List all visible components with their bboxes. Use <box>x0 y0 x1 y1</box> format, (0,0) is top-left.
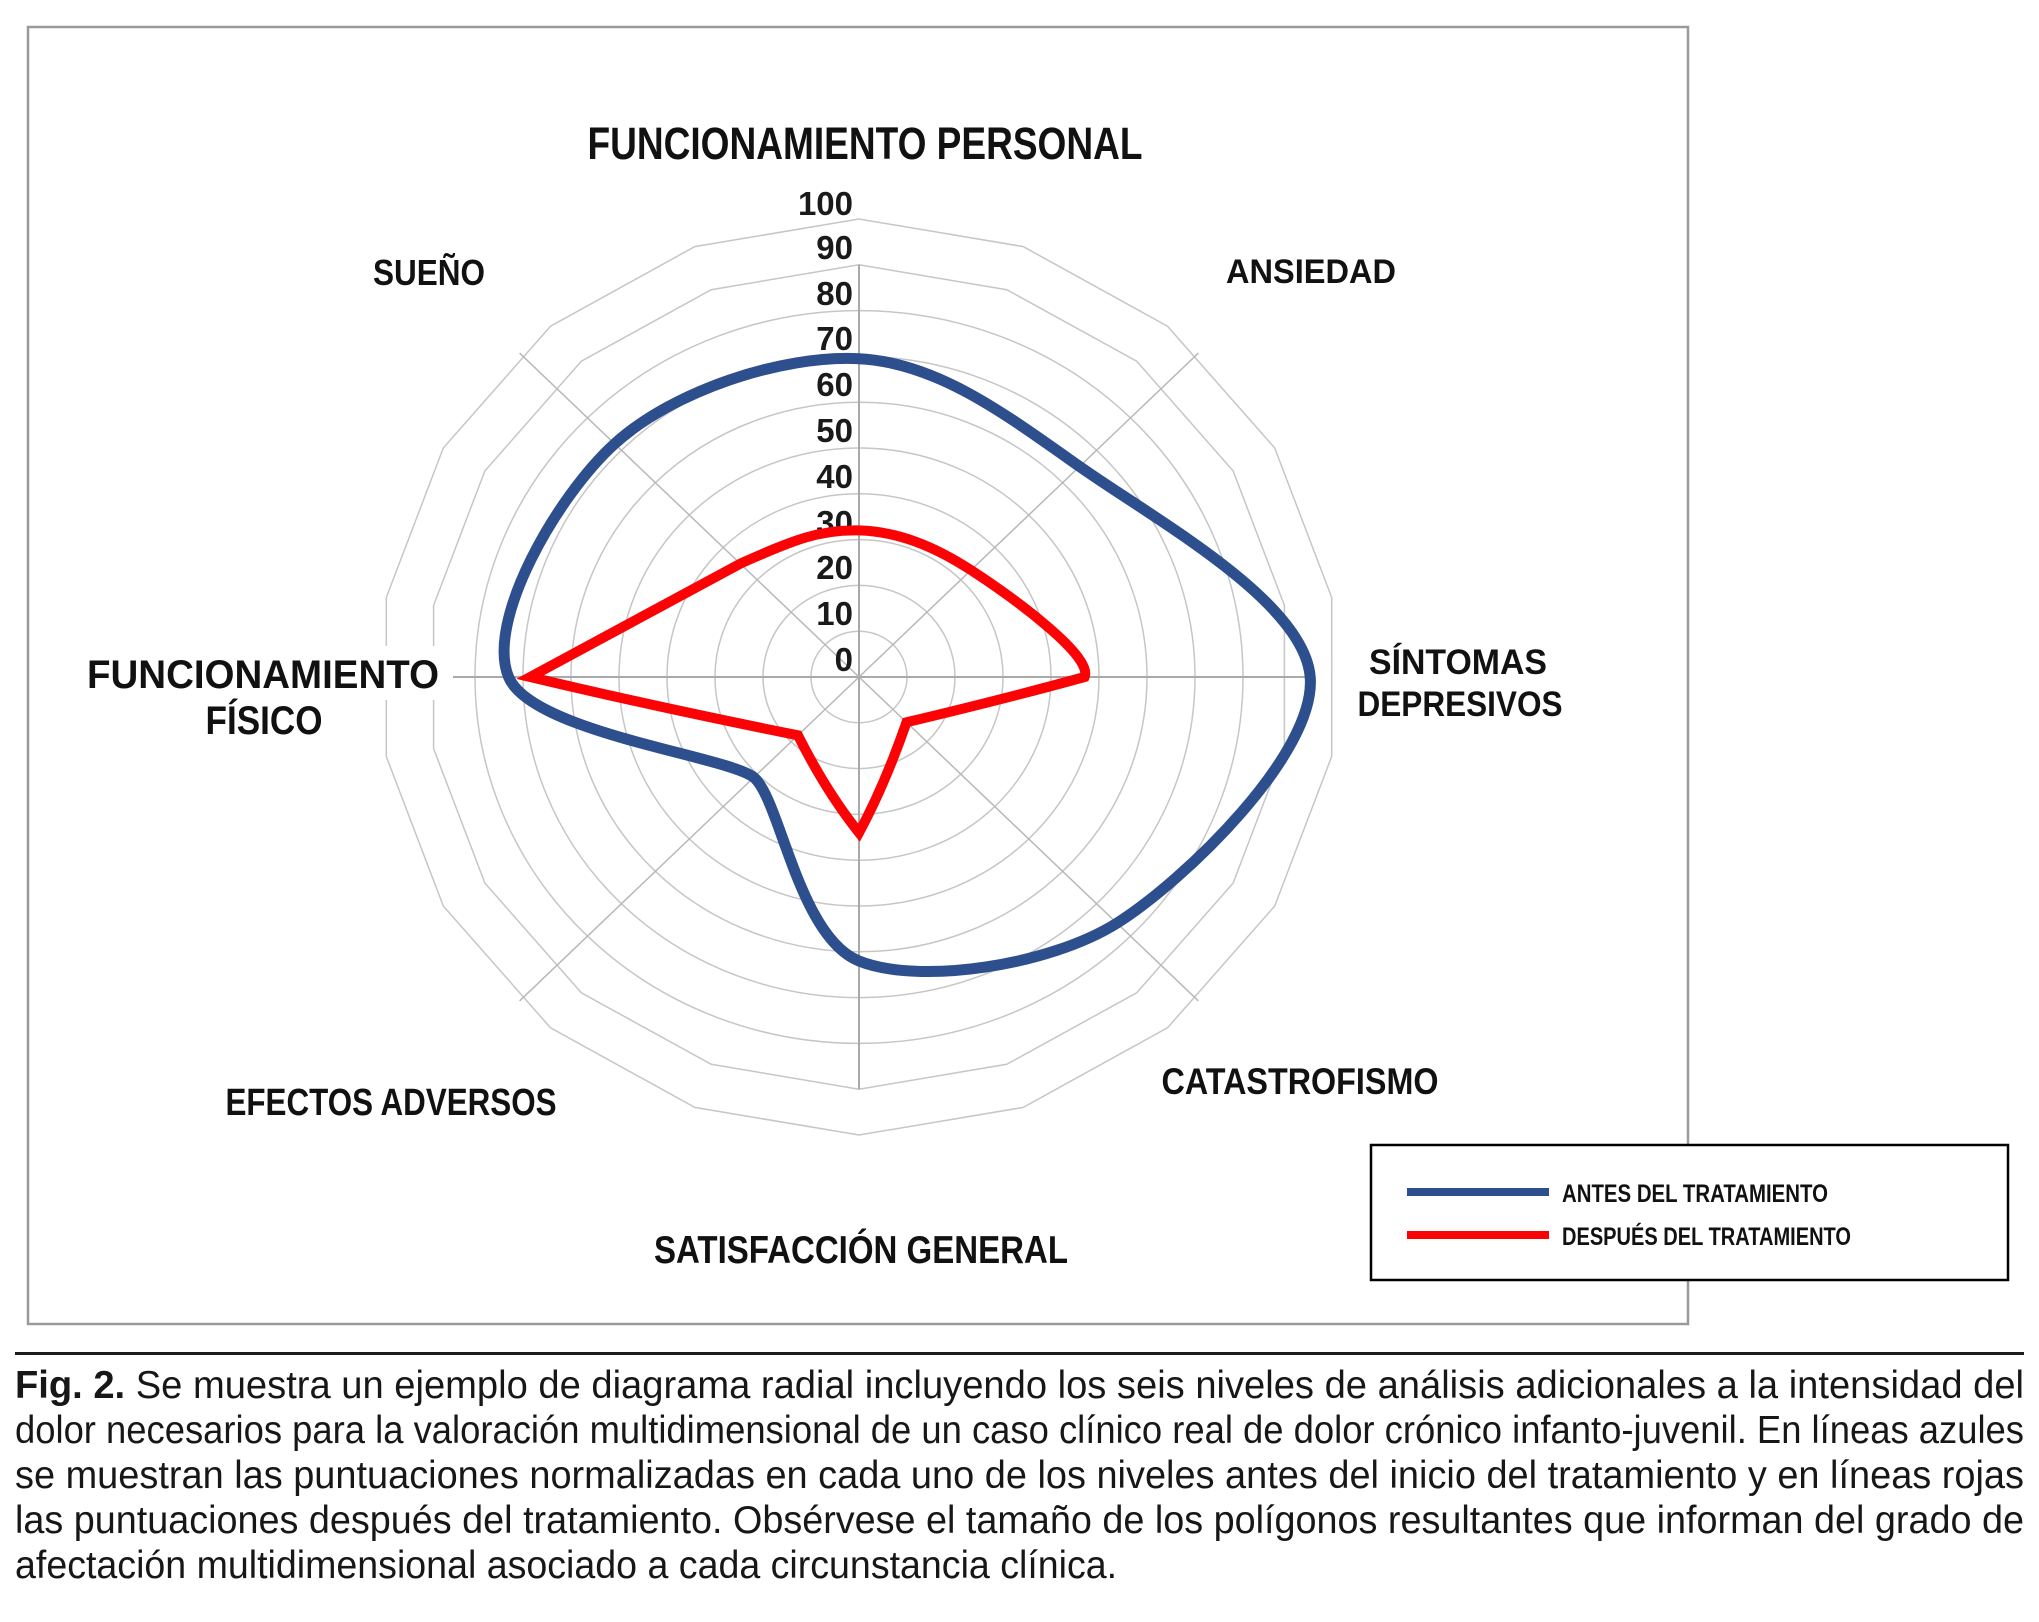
svg-text:90: 90 <box>816 229 853 266</box>
svg-text:20: 20 <box>816 549 853 586</box>
svg-text:CATASTROFISMO: CATASTROFISMO <box>1162 1061 1439 1102</box>
svg-text:ANTES DEL TRATAMIENTO: ANTES DEL TRATAMIENTO <box>1562 1180 1828 1208</box>
svg-text:70: 70 <box>816 320 853 357</box>
svg-text:0: 0 <box>835 641 853 678</box>
svg-text:SUEÑO: SUEÑO <box>373 251 485 293</box>
svg-text:80: 80 <box>816 275 853 312</box>
svg-text:SÍNTOMAS: SÍNTOMAS <box>1369 642 1547 682</box>
svg-text:ANSIEDAD: ANSIEDAD <box>1226 253 1396 291</box>
svg-text:SATISFACCIÓN GENERAL: SATISFACCIÓN GENERAL <box>654 1228 1068 1272</box>
svg-text:60: 60 <box>816 366 853 403</box>
svg-text:FUNCIONAMIENTO PERSONAL: FUNCIONAMIENTO PERSONAL <box>588 118 1143 169</box>
svg-text:DEPRESIVOS: DEPRESIVOS <box>1358 685 1563 724</box>
svg-text:40: 40 <box>816 458 853 495</box>
svg-text:FUNCIONAMIENTO: FUNCIONAMIENTO <box>87 653 439 697</box>
svg-text:100: 100 <box>798 185 853 222</box>
svg-text:DESPUÉS DEL TRATAMIENTO: DESPUÉS DEL TRATAMIENTO <box>1562 1222 1851 1251</box>
svg-text:EFECTOS ADVERSOS: EFECTOS ADVERSOS <box>226 1082 557 1124</box>
svg-text:FÍSICO: FÍSICO <box>206 698 323 743</box>
svg-text:10: 10 <box>816 595 853 632</box>
svg-text:50: 50 <box>816 412 853 449</box>
